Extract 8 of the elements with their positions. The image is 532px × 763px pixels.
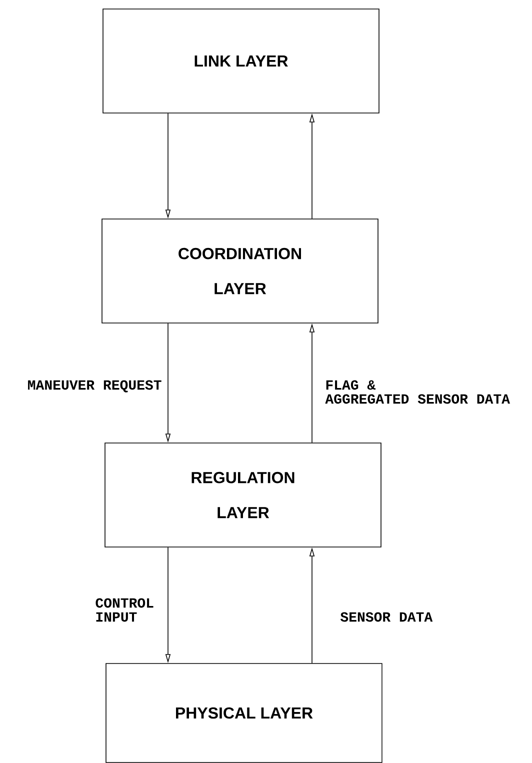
edge-label: SENSOR DATA [340,612,433,622]
layer-box: REGULATION LAYER [104,442,382,548]
layer-box: COORDINATION LAYER [102,218,378,324]
edge-label: CONTROL INPUT [96,598,154,622]
edge-label: FLAG & AGGREGATED SENSOR DATA [325,380,510,404]
layer-box: PHYSICAL LAYER [106,663,382,763]
layer-box: LINK LAYER [102,8,380,114]
edge-label: MANEUVER REQUEST [28,380,162,392]
